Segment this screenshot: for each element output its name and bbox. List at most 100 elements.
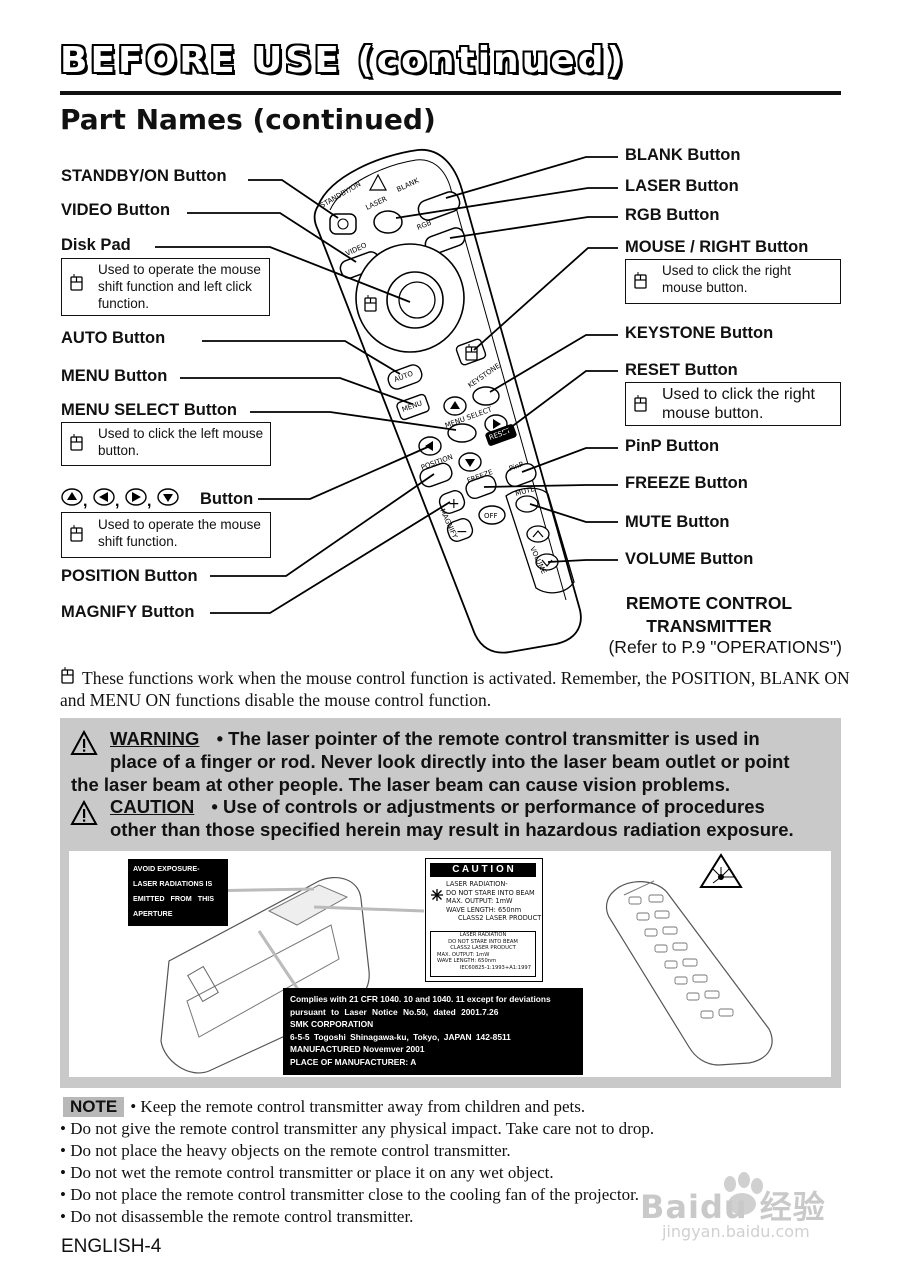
label-mute-button: MUTE Button — [625, 513, 730, 531]
title-rule — [60, 91, 841, 95]
caution-line2: other than those specified herein may re… — [110, 819, 794, 840]
arrow-buttons-note-text: Used to operate the mouse shift function… — [98, 517, 261, 549]
label-menu-select-button: MENU SELECT Button — [61, 401, 237, 419]
svg-text:+: + — [448, 496, 460, 512]
compliance-line: 6-5-5 Togoshi Shinagawa-ku, Tokyo, JAPAN… — [290, 1031, 511, 1042]
svg-text:−: − — [456, 524, 468, 540]
standby-key — [329, 213, 357, 235]
arrow-buttons-label: ,,, Button — [60, 487, 260, 509]
key-label-off: OFF — [484, 512, 498, 520]
label-mouse-right-button: MOUSE / RIGHT Button — [625, 238, 809, 256]
label-position-button: POSITION Button — [61, 567, 198, 585]
disk-pad-note: Used to operate the mouse shift function… — [61, 258, 270, 316]
caution-small-line: IEC60825-1:1993+A1:1997 — [459, 964, 531, 971]
label-rgb-button: RGB Button — [625, 206, 720, 224]
caution-small-line: WAVE LENGTH: 650nm — [437, 958, 497, 965]
caution-icon — [70, 800, 98, 825]
compliance-label: Complies with 21 CFR 1040. 10 and 1040. … — [283, 988, 583, 1075]
avoid-exposure-label: AVOID EXPOSURE- LASER RADIATIONS IS EMIT… — [128, 859, 228, 926]
caution-label: CAUTION — [110, 796, 195, 817]
caution-small-line: LASER RADIATION — [459, 932, 507, 938]
up-arrow-icon — [67, 492, 77, 500]
paw-icon — [724, 1172, 763, 1215]
page-number: ENGLISH-4 — [61, 1236, 162, 1257]
caution-sticker-line: MAX. OUTPUT: 1mW — [446, 897, 513, 906]
label-reset-button: RESET Button — [625, 361, 738, 379]
compliance-line: SMK CORPORATION — [290, 1019, 374, 1030]
label-video-button: VIDEO Button — [61, 201, 171, 219]
svg-text:,: , — [115, 493, 119, 509]
label-blank-button: BLANK Button — [625, 146, 741, 164]
caution-small-line: MAX. OUTPUT: 1mW — [437, 951, 490, 958]
warning-label: WARNING — [110, 728, 200, 749]
label-magnify-button: MAGNIFY Button — [61, 603, 195, 621]
note-item: • Do not disassemble the remote control … — [60, 1207, 414, 1226]
mouse-icon — [70, 273, 83, 291]
starburst-icon — [431, 889, 443, 901]
warning-line2: place of a finger or rod. Never look dir… — [110, 751, 790, 772]
label-menu-button: MENU Button — [61, 367, 168, 385]
caution-sticker-line: CLASS2 LASER PRODUCT — [458, 914, 542, 923]
page-title: BEFORE USE (continued) — [60, 40, 626, 81]
caution-sticker-line: LASER RADIATION- — [446, 880, 508, 888]
svg-text:,: , — [147, 493, 151, 509]
down-arrow-icon — [163, 494, 173, 502]
compliance-line: pursuant to Laser Notice No.50, dated 20… — [290, 1006, 499, 1017]
watermark-text: Baidu 经验 — [640, 1188, 826, 1226]
mouse-icon — [70, 524, 83, 542]
mouse-function-note: These functions work when the mouse cont… — [60, 666, 850, 711]
menu-select-note-text: Used to click the left mouse button. — [98, 426, 264, 458]
arrow-buttons-icons: ,,, — [61, 488, 179, 509]
note-item: • Keep the remote control transmitter aw… — [130, 1097, 586, 1116]
label-laser-button: LASER Button — [625, 177, 739, 195]
caution-small-line: DO NOT STARE INTO BEAM — [448, 938, 518, 945]
reset-note: Used to click the right mouse button. — [625, 382, 841, 426]
label-standby-on-button: STANDBY/ON Button — [61, 167, 227, 185]
label-freeze-button: FREEZE Button — [625, 474, 748, 492]
caution-sticker-small: LASER RADIATION DO NOT STARE INTO BEAM C… — [430, 931, 536, 977]
remote-caption-ref: (Refer to P.9 "OPERATIONS") — [608, 637, 842, 657]
menu-select-note: Used to click the left mouse button. — [61, 422, 271, 466]
laser-key — [373, 210, 403, 234]
left-arrow-icon — [99, 492, 108, 502]
mouse-icon — [634, 394, 647, 412]
remote-back-drawing — [160, 853, 773, 1074]
avoid-line-2: LASER RADIATIONS IS — [133, 879, 213, 888]
freeze-key — [465, 474, 497, 500]
caution-sticker-line: DO NOT STARE INTO BEAM — [446, 888, 535, 897]
mouse-function-note-text: These functions work when the mouse cont… — [60, 668, 850, 710]
note-item: • Do not wet the remote control transmit… — [60, 1163, 554, 1182]
right-arrow-icon — [132, 492, 141, 502]
avoid-line-4: APERTURE — [133, 909, 173, 918]
compliance-line: MANUFACTURED Novemver 2001 — [290, 1044, 425, 1055]
arrow-buttons-note: Used to operate the mouse shift function… — [61, 512, 271, 558]
label-arrow-buttons: Button — [200, 490, 254, 508]
note-item: • Do not place the remote control transm… — [60, 1185, 640, 1204]
avoid-line-3: EMITTED FROM THIS — [133, 894, 215, 903]
mouse-icon — [61, 666, 74, 684]
menu-select-key — [447, 423, 477, 443]
caution-sticker-title: C A U T I O N — [430, 863, 536, 877]
mouse-right-note-text: Used to click the right mouse button. — [662, 263, 792, 295]
section-heading: Part Names (continued) — [60, 103, 436, 136]
baidu-watermark: Baidu 经验 jingyan.baidu.com — [640, 1170, 890, 1250]
note-item: • Do not place the heavy objects on the … — [60, 1141, 511, 1160]
caution-line1: • Use of controls or adjustments or perf… — [211, 796, 765, 817]
label-pinp-button: PinP Button — [625, 437, 720, 455]
warning-icon — [70, 730, 98, 755]
warning-line3: the laser beam at other people. The lase… — [71, 774, 731, 795]
reset-note-text: Used to click the right mouse button. — [662, 386, 815, 422]
caution-sticker-line: WAVE LENGTH: 650nm — [446, 905, 522, 914]
note-tag: NOTE — [63, 1097, 125, 1117]
remote-caption-line2: TRANSMITTER — [646, 616, 772, 636]
caution-sticker: C A U T I O N LASER RADIATION- DO NOT ST… — [425, 858, 543, 982]
svg-text:,: , — [83, 493, 87, 509]
mouse-icon — [70, 433, 83, 451]
compliance-line: Complies with 21 CFR 1040. 10 and 1040. … — [290, 994, 551, 1004]
mouse-icon — [634, 271, 647, 289]
position-key — [419, 462, 453, 488]
mouse-right-note: Used to click the right mouse button. — [625, 259, 841, 304]
remote-control-diagram: + − STANDBY/ON LASER BLANK RGB VIDEO AUT… — [155, 149, 618, 654]
label-volume-button: VOLUME Button — [625, 550, 754, 568]
mute-key — [515, 495, 539, 513]
